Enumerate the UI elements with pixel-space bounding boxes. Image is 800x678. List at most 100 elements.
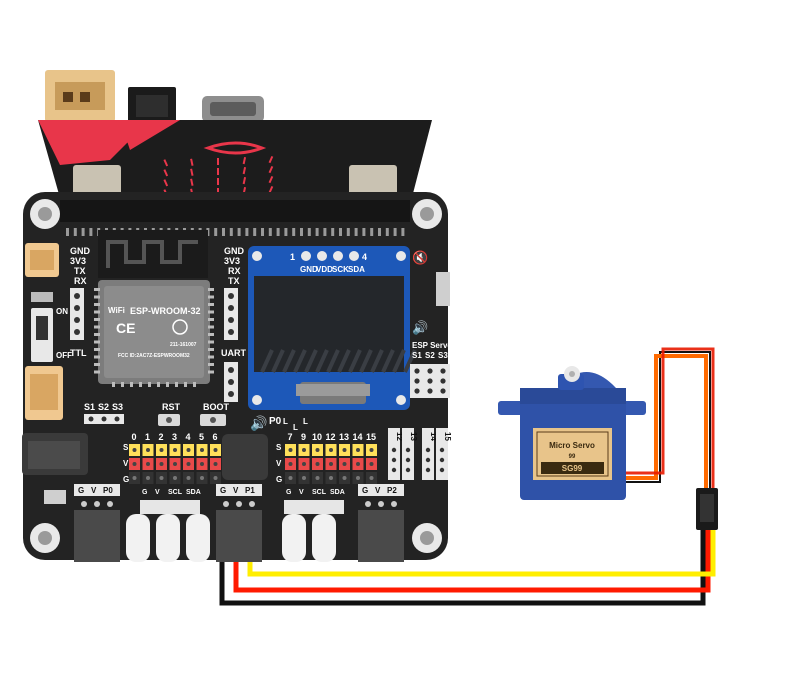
i2c-port-left[interactable] (126, 500, 210, 562)
oled-stripe (403, 349, 417, 373)
led (242, 156, 247, 165)
pin-hole (186, 448, 191, 452)
servo-header-pin[interactable] (427, 378, 433, 384)
pin-hole (288, 476, 293, 480)
edge-pin (362, 228, 366, 236)
esp-pad (208, 295, 214, 299)
servo-header-pin[interactable] (440, 368, 446, 374)
esp-pad (94, 295, 100, 299)
header-pin[interactable] (228, 293, 234, 299)
microbit (38, 70, 432, 205)
esp-pad (94, 340, 100, 344)
left-pin-tx: TX (74, 266, 86, 276)
i2c-port-right[interactable] (282, 500, 344, 562)
pin-hole (159, 462, 164, 466)
pin-number: 9 (301, 432, 306, 442)
pin-hole (173, 476, 177, 480)
oled-pin-hole[interactable] (349, 251, 359, 261)
side-switch[interactable] (436, 272, 450, 306)
oled-pin-gnd: GND (300, 265, 318, 274)
pin-hole (288, 462, 293, 466)
switch-on-label: ON (56, 307, 68, 316)
speaker-icon: 🔊 (250, 414, 267, 432)
esp-pad (94, 370, 100, 374)
header-pin[interactable] (228, 317, 234, 323)
side-column[interactable] (436, 428, 448, 480)
pin-hole (342, 448, 347, 452)
pin-hole (200, 476, 204, 480)
pin-hole (213, 462, 218, 466)
oled-pin-vdd: VDD (316, 265, 333, 274)
esp-pad (208, 310, 214, 314)
right-pin-tx: TX (228, 276, 240, 286)
led (242, 176, 247, 185)
esp-servo-title: ESP Servo (412, 341, 452, 350)
ttl-label: TTL (70, 348, 87, 358)
header-pin[interactable] (74, 305, 80, 311)
side-column[interactable] (402, 428, 414, 480)
servo-header-pin[interactable] (414, 388, 420, 394)
right-header (224, 288, 238, 340)
port-p1[interactable] (216, 501, 262, 562)
oled-pin-hole[interactable] (301, 251, 311, 261)
port-p2[interactable] (358, 501, 404, 562)
pin-hole (369, 476, 374, 480)
side-column-pin (391, 447, 397, 453)
servo-header-pin[interactable] (440, 388, 446, 394)
oled-pin-hole[interactable] (333, 251, 343, 261)
servo-header-pin[interactable] (427, 368, 433, 374)
led (268, 185, 274, 194)
header-pin[interactable] (228, 391, 234, 397)
i2c-left-v: V (155, 489, 160, 496)
side-column[interactable] (422, 428, 434, 480)
header-pin[interactable] (74, 317, 80, 323)
l-marker-3: L (303, 417, 308, 426)
led (217, 178, 219, 185)
pin-hole (132, 462, 137, 466)
esp-pad (166, 382, 169, 387)
esp-pad (208, 303, 214, 306)
side-column-pin (405, 457, 411, 463)
gvs-left-g: G (123, 475, 129, 484)
servo-cable-upper-black (626, 351, 711, 488)
esp-pad (175, 382, 178, 387)
oled-pin-sda: SDA (348, 265, 365, 274)
pin-hole (186, 462, 191, 466)
servo-header-pin[interactable] (427, 388, 433, 394)
port-p0[interactable] (74, 501, 120, 562)
header-pin[interactable] (74, 293, 80, 299)
pin-hole (369, 448, 374, 452)
esp-pad (121, 382, 124, 387)
esp-pad (94, 318, 100, 321)
header-pin[interactable] (228, 329, 234, 335)
mount-hole-bl (30, 523, 60, 553)
header-pin[interactable] (228, 379, 234, 385)
pin-number: 12 (325, 432, 335, 442)
oled-stripe (370, 349, 384, 373)
oled-pin-hole[interactable] (317, 251, 327, 261)
volume-icon: 🔊 (412, 319, 428, 336)
pin-hole (200, 462, 204, 466)
header-pin[interactable] (228, 305, 234, 311)
pin-hole (159, 448, 164, 452)
side-column[interactable] (388, 428, 400, 480)
oled-pin-sck: SCK (332, 265, 349, 274)
p0-label: P0 (269, 416, 282, 427)
servo-header-pin[interactable] (414, 378, 420, 384)
led (268, 155, 274, 164)
speaker (222, 434, 268, 480)
servo-header-pin[interactable] (440, 378, 446, 384)
edge-pin (378, 228, 381, 236)
servo-header-pin[interactable] (414, 368, 420, 374)
mute-icon: 🔇 (412, 250, 428, 265)
led (190, 178, 194, 186)
esp-pad (94, 288, 100, 291)
gvs-right-s: S (276, 443, 282, 452)
esp-pad (184, 382, 187, 387)
header-pin[interactable] (74, 329, 80, 335)
side-column-pin (439, 447, 445, 453)
header-pin[interactable] (228, 367, 234, 373)
esp-cert-icon (172, 319, 188, 335)
pin-number: 15 (366, 432, 376, 442)
s3-label: S3 (112, 402, 123, 412)
